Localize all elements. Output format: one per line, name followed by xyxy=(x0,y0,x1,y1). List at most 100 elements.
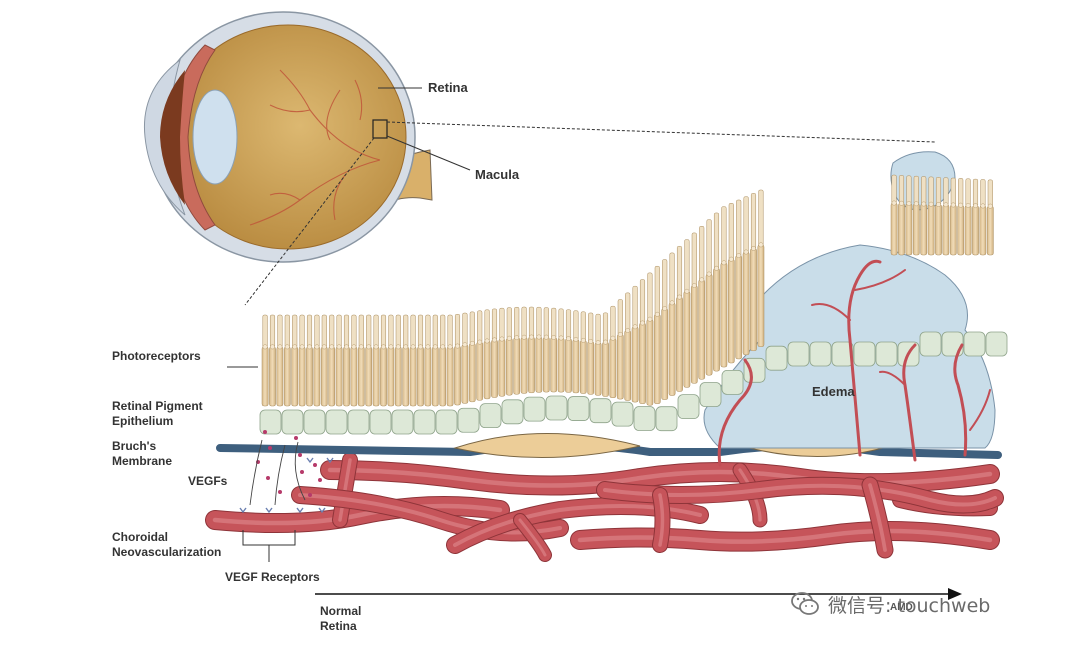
vegf-dot xyxy=(318,478,322,482)
rpe-cell xyxy=(765,345,788,371)
vegf-diffusion-arrow xyxy=(274,444,286,506)
bruchs-label-line-1: Bruch's xyxy=(112,439,157,453)
photoreceptor-cell xyxy=(972,178,979,256)
rpe-cell xyxy=(611,401,634,427)
bruchs-label: Bruch's Membrane xyxy=(112,439,172,469)
photoreceptor-cell xyxy=(757,189,765,347)
photoreceptor-cell xyxy=(957,178,965,256)
photoreceptor-cell xyxy=(720,206,728,368)
photoreceptor-cell xyxy=(986,179,994,256)
photoreceptor-cell xyxy=(579,311,587,394)
choroid-vessel xyxy=(513,513,552,562)
photoreceptor-cell xyxy=(261,314,269,407)
invading-vessels xyxy=(717,259,991,467)
rpe-cell xyxy=(919,331,942,357)
cnv-label: Choroidal Neovascularization xyxy=(112,530,221,560)
retinal-vessels xyxy=(249,69,381,226)
rpe-cell xyxy=(875,341,898,367)
vegf-dot xyxy=(294,436,298,440)
photoreceptor-cell xyxy=(402,314,410,407)
rpe-cell xyxy=(721,369,744,395)
photoreceptor-cell xyxy=(979,179,987,256)
vegf-dot xyxy=(278,490,282,494)
photoreceptor-cell xyxy=(616,299,624,400)
normal-retina-line-1: Normal xyxy=(320,604,362,618)
photoreceptor-cell xyxy=(631,285,639,403)
photoreceptor-cell xyxy=(898,175,905,256)
photoreceptor-cell xyxy=(587,312,595,395)
rpe-cell xyxy=(677,394,700,420)
rpe-cell xyxy=(369,409,392,435)
photoreceptor-cell xyxy=(291,314,299,407)
photoreceptor-cell xyxy=(498,307,506,397)
photoreceptor-cell xyxy=(565,309,572,393)
wechat-icon xyxy=(791,592,819,615)
pointer-lines xyxy=(227,87,936,368)
photoreceptor-cell xyxy=(276,314,284,407)
photoreceptor-cell xyxy=(572,310,580,394)
rpe-layer xyxy=(259,331,1008,435)
vegf-dot xyxy=(263,430,267,434)
photoreceptor-cell xyxy=(483,309,491,400)
photoreceptor-cell xyxy=(705,219,713,376)
photoreceptor-cell xyxy=(520,306,528,394)
photoreceptor-cell xyxy=(350,314,358,407)
vegf-diffusion-arrow xyxy=(249,439,263,506)
photoreceptor-cell xyxy=(283,314,291,407)
photoreceptor-cell xyxy=(742,196,750,356)
rpe-label-line-2: Epithelium xyxy=(112,414,174,428)
rpe-cell xyxy=(501,399,524,425)
photoreceptor-cell xyxy=(306,314,313,407)
rpe-cell xyxy=(435,409,458,435)
photoreceptors-label: Photoreceptors xyxy=(112,349,201,363)
rpe-cell xyxy=(831,341,854,367)
photoreceptor-cell xyxy=(335,314,343,407)
vegf-receptor xyxy=(265,507,273,514)
photoreceptor-cell xyxy=(550,307,558,393)
photoreceptor-cell xyxy=(683,239,691,388)
photoreceptor-cell xyxy=(557,308,565,393)
photoreceptor-cell xyxy=(661,259,669,400)
photoreceptor-cell xyxy=(409,314,417,407)
rpe-cell xyxy=(391,409,414,435)
watermark-text: 微信号: touchweb xyxy=(828,594,991,617)
photoreceptor-cell xyxy=(602,312,609,397)
eye-illustration xyxy=(143,11,433,263)
photoreceptor-cell xyxy=(372,314,380,407)
photoreceptor-cell xyxy=(417,314,424,407)
rpe-cell xyxy=(303,409,326,435)
photoreceptor-cell xyxy=(439,314,447,407)
photoreceptor-cell xyxy=(646,272,654,406)
choroid-vessel xyxy=(652,487,671,553)
photoreceptor-cell xyxy=(343,314,350,407)
photoreceptor-cell xyxy=(927,176,935,256)
watermark: 微信号: touchweb xyxy=(790,590,990,618)
vegfs-label: VEGFs xyxy=(188,474,228,488)
photoreceptor-cell xyxy=(690,232,698,384)
rpe-cell xyxy=(457,407,480,433)
photoreceptor-cell xyxy=(298,314,306,407)
photoreceptor-cell xyxy=(735,199,743,360)
retina-label: Retina xyxy=(428,80,468,95)
photoreceptor-cell xyxy=(513,306,521,395)
progression-arrow xyxy=(315,588,962,600)
rpe-cell xyxy=(567,396,590,421)
rpe-cell xyxy=(545,395,568,421)
photoreceptor-cell xyxy=(328,314,336,407)
vegf-receptor xyxy=(239,507,247,514)
edema-label: Edema xyxy=(812,384,855,399)
photoreceptor-cell xyxy=(446,314,454,407)
cnv-label-line-1: Choroidal xyxy=(112,530,168,544)
vegf-particles xyxy=(239,430,334,514)
photoreceptor-cell xyxy=(491,308,498,398)
rpe-label: Retinal Pigment Epithelium xyxy=(112,399,203,429)
rpe-cell xyxy=(633,406,656,431)
choroid-vessels-front xyxy=(291,476,1004,562)
rpe-cell xyxy=(347,409,370,435)
vegf-dot xyxy=(300,470,304,474)
choroid-vessel xyxy=(332,452,358,528)
choroid-vessel xyxy=(596,476,1004,514)
rpe-cell xyxy=(479,403,502,429)
